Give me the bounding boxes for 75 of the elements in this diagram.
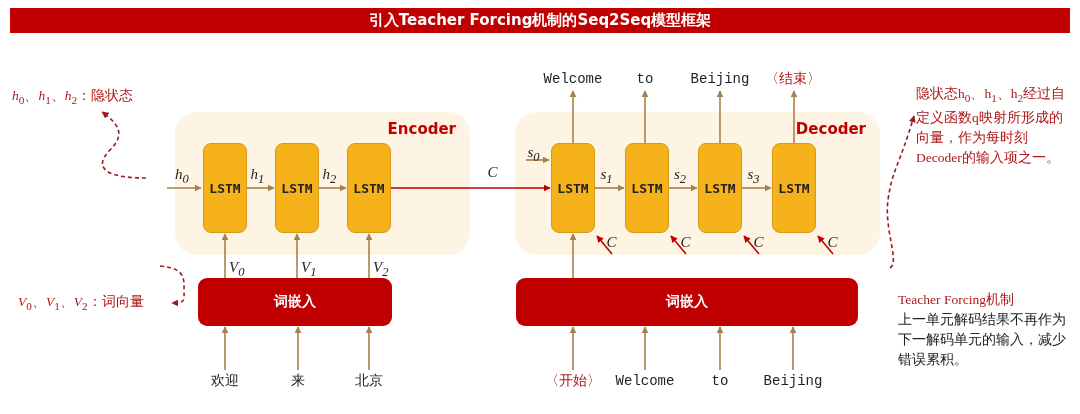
arrow <box>569 233 577 279</box>
output-word: Welcome <box>538 68 608 90</box>
edge-label: C <box>606 234 617 250</box>
arrow <box>293 233 301 279</box>
output-word: Beijing <box>688 68 752 90</box>
arrow <box>668 184 698 192</box>
arrow <box>641 326 649 371</box>
arrow <box>365 233 373 279</box>
input-word: to <box>706 370 734 392</box>
arrow <box>743 235 760 255</box>
arrow <box>790 90 798 144</box>
arrow <box>221 233 229 279</box>
edge-label: h$_{0}$ <box>175 166 189 187</box>
arrow <box>594 184 625 192</box>
embedding-box: 词嵌入 <box>516 278 858 326</box>
arrow <box>716 90 724 144</box>
arrow <box>741 184 772 192</box>
arrow <box>596 235 613 255</box>
input-word: 北京 <box>351 370 387 392</box>
arrow <box>641 90 649 144</box>
arrow <box>817 235 834 255</box>
output-word: 〈结束〉 <box>766 68 820 90</box>
arrow <box>365 326 373 371</box>
leader-line <box>159 265 185 307</box>
arrow <box>246 184 275 192</box>
edge-label: C <box>487 164 498 180</box>
edge-label: V$_{1}$ <box>301 259 317 280</box>
panel-title: Decoder <box>795 120 866 138</box>
input-word: Beijing <box>763 370 823 392</box>
note-text: 上一单元解码结果不再作为下一解码单元的输入，减少错误累积。 <box>898 311 1067 369</box>
annotation-text: V$_{0}$、V$_{1}$、V$_{2}$：词向量 <box>18 292 170 314</box>
lstm-box: LSTM <box>772 143 816 233</box>
input-word: 欢迎 <box>207 370 243 392</box>
module-panel <box>175 112 470 255</box>
edge-label: h$_{2}$ <box>322 166 337 187</box>
arrow <box>390 184 551 192</box>
edge-label: s$_{3}$ <box>747 166 760 187</box>
leader-line <box>886 115 916 269</box>
edge-label: s$_{0}$ <box>527 144 540 165</box>
panel-title: Encoder <box>387 120 456 138</box>
arrow <box>318 184 347 192</box>
embedding-box: 词嵌入 <box>198 278 392 326</box>
title-banner: 引入Teacher Forcing机制的Seq2Seq模型框架 <box>10 8 1070 33</box>
lstm-box: LSTM <box>347 143 391 233</box>
lstm-box: LSTM <box>698 143 742 233</box>
arrow <box>569 326 577 371</box>
edge-label: V$_{0}$ <box>229 259 245 280</box>
edge-label: s$_{2}$ <box>674 166 687 187</box>
lstm-box: LSTM <box>203 143 247 233</box>
leader-line <box>101 111 147 179</box>
lstm-box: LSTM <box>625 143 669 233</box>
edge-label: V$_{2}$ <box>373 259 389 280</box>
arrow <box>569 90 577 144</box>
output-word: to <box>631 68 659 90</box>
edge-label: C <box>827 234 838 250</box>
annotation-text: h$_{0}$、h$_{1}$、h$_{2}$：隐状态 <box>12 86 182 108</box>
edge-label: s$_{1}$ <box>600 166 613 187</box>
edge-label: C <box>680 234 691 250</box>
module-panel <box>515 112 880 255</box>
arrow <box>294 326 302 371</box>
arrow <box>716 326 724 371</box>
arrow <box>221 326 229 371</box>
edge-label: C <box>753 234 764 250</box>
annotation-text: 隐状态h$_{0}$、h$_{1}$、h$_{2}$经过自定义函数q映射所形成的向量，作为每时刻Decoder的输入项之一。 <box>916 84 1066 184</box>
arrow <box>525 156 550 164</box>
arrow <box>789 326 797 371</box>
note-heading: Teacher Forcing机制 <box>898 291 1015 309</box>
lstm-box: LSTM <box>551 143 595 233</box>
lstm-box: LSTM <box>275 143 319 233</box>
arrow <box>166 184 202 192</box>
input-word: 来 <box>285 370 311 392</box>
input-word: Welcome <box>615 370 675 392</box>
input-word: 〈开始〉 <box>543 370 603 392</box>
arrow <box>670 235 687 255</box>
edge-label: h$_{1}$ <box>250 166 265 187</box>
